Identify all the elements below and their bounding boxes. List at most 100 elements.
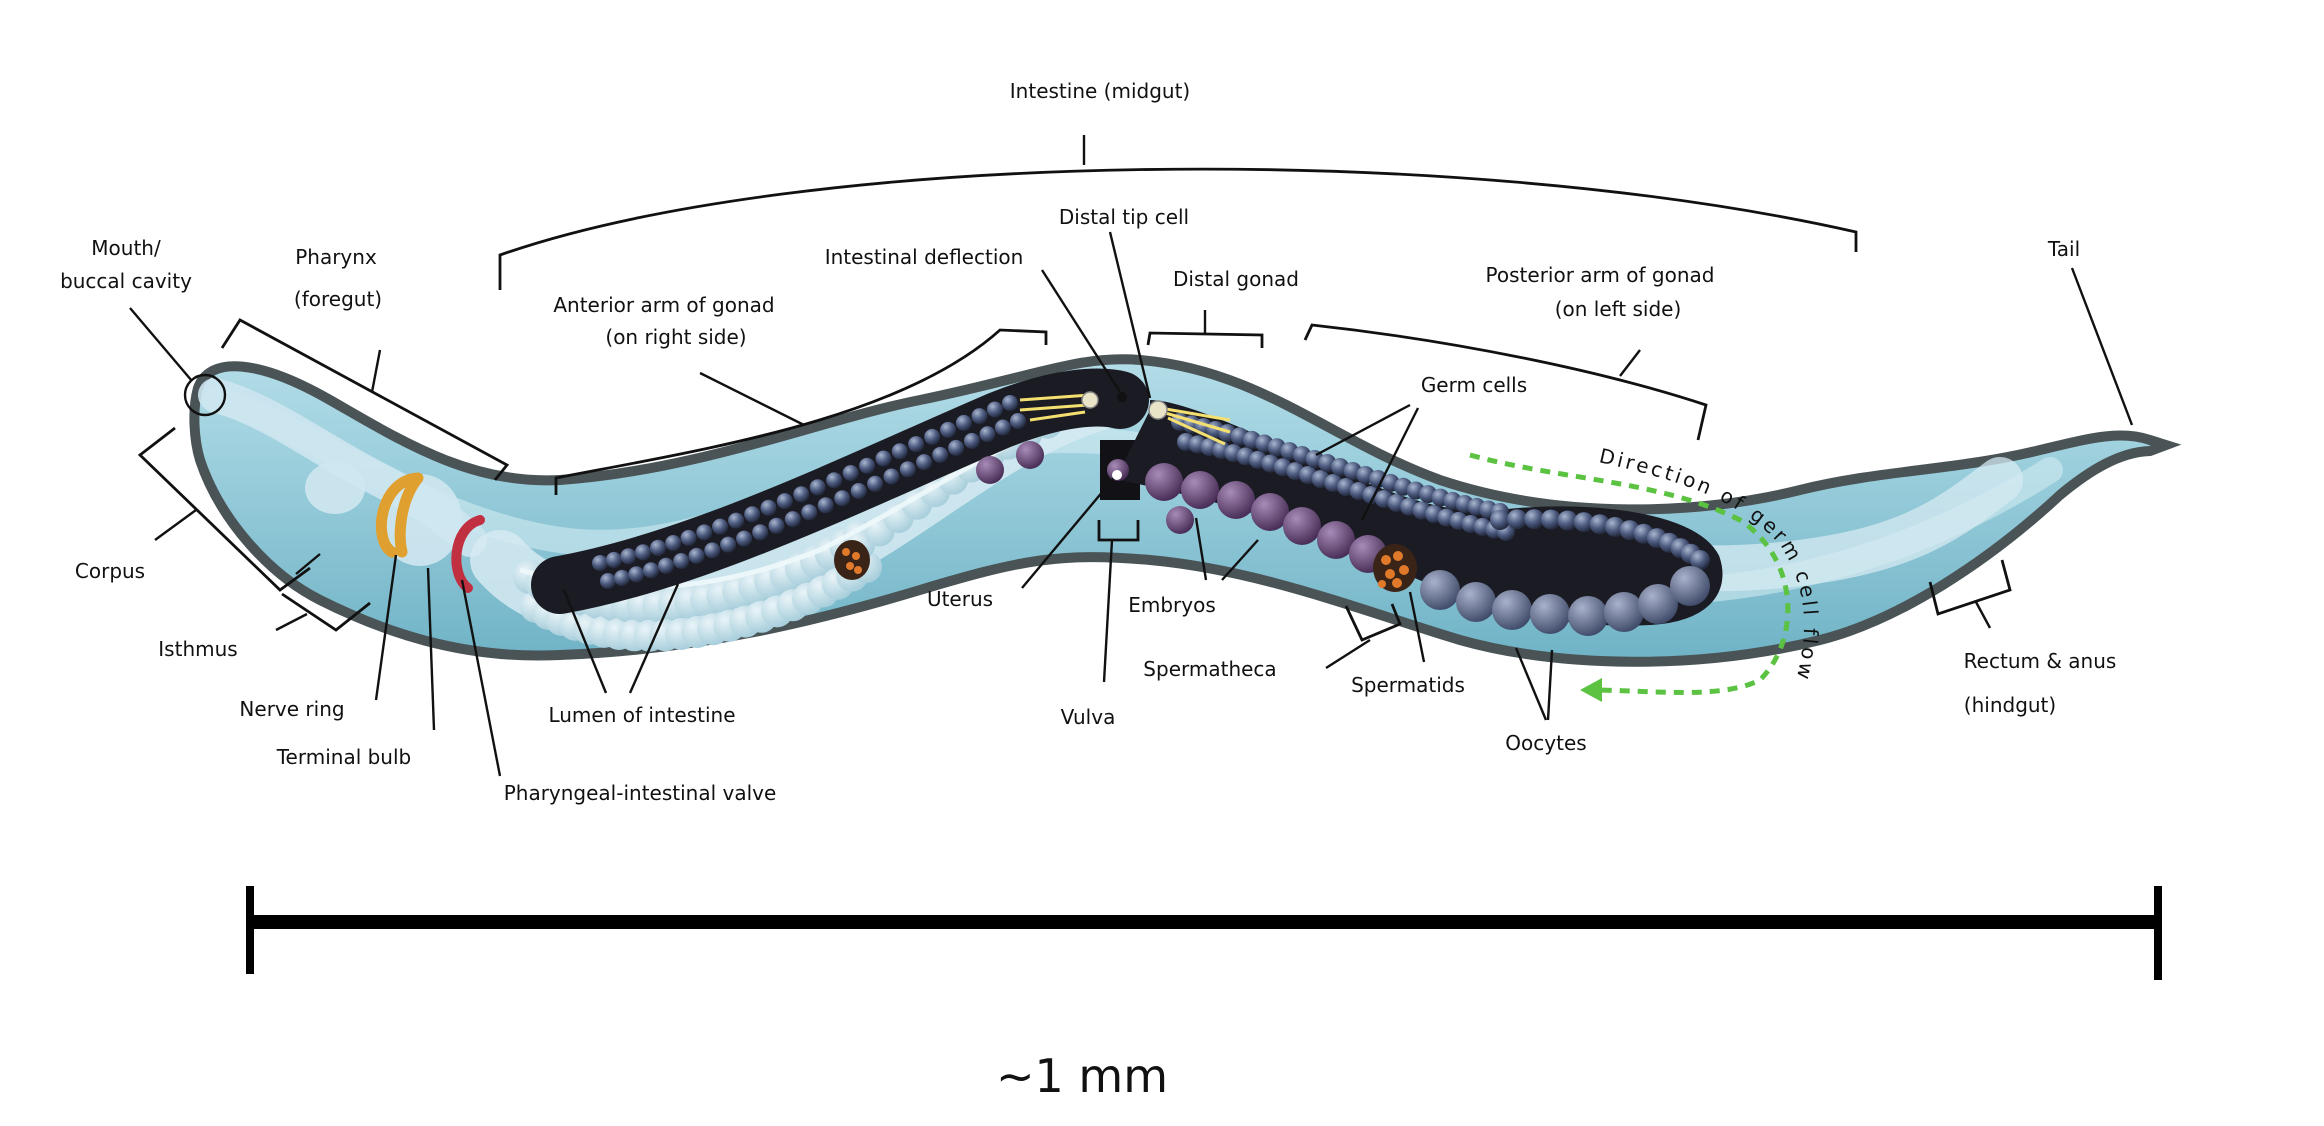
- label-germ-cells: Germ cells: [1421, 373, 1527, 397]
- spermatheca-posterior: [1373, 544, 1417, 592]
- germ-cell: [658, 557, 674, 574]
- germ-cell: [1557, 510, 1578, 531]
- germ-cell: [817, 497, 834, 514]
- germ-cell: [1002, 395, 1018, 411]
- germ-cell: [1589, 514, 1610, 535]
- label-isthmus: Isthmus: [158, 637, 237, 661]
- germ-cell: [744, 506, 761, 523]
- germ-cell: [673, 553, 690, 569]
- label-pharynx-1: Pharynx: [295, 245, 377, 269]
- label-spermatheca: Spermatheca: [1143, 657, 1276, 681]
- germ-cell: [712, 518, 729, 535]
- germ-cell: [940, 421, 957, 438]
- germ-cell: [971, 408, 988, 425]
- mouth-circle: [183, 373, 227, 417]
- oocytes-group: [1420, 566, 1710, 636]
- germ-cell: [916, 454, 933, 471]
- germ-cell: [994, 419, 1011, 436]
- germ-cell: [932, 446, 949, 463]
- germ-cell: [899, 461, 916, 478]
- germ-cell: [826, 472, 843, 489]
- germ-cell: [948, 439, 965, 456]
- germ-cell: [850, 483, 867, 499]
- label-rectum-2: (hindgut): [1964, 693, 2056, 717]
- scale-bar-label: ~1 mm: [996, 1049, 1168, 1103]
- embryo: [1181, 471, 1219, 509]
- germ-cell: [1507, 509, 1528, 530]
- germ-cell: [891, 443, 908, 460]
- germ-cell: [600, 573, 616, 589]
- label-distal-tip-cell: Distal tip cell: [1059, 205, 1189, 229]
- germ-cell: [606, 551, 622, 568]
- germ-cell: [760, 499, 777, 516]
- oocyte: [1638, 584, 1678, 624]
- germ-cell: [1541, 509, 1561, 530]
- germ-cell: [1490, 510, 1510, 530]
- germ-cell: [704, 542, 721, 559]
- germ-cell: [1524, 509, 1545, 530]
- germ-cell: [614, 569, 630, 586]
- embryo: [1317, 521, 1355, 559]
- label-spermatids: Spermatids: [1351, 673, 1465, 697]
- label-embryos: Embryos: [1128, 593, 1216, 617]
- annotation-lines: [129, 135, 2134, 777]
- germ-cell: [924, 428, 941, 445]
- oocyte: [1670, 566, 1710, 606]
- label-anterior-arm-2: (on right side): [605, 325, 746, 349]
- label-uterus: Uterus: [927, 587, 993, 611]
- embryo: [1016, 441, 1044, 469]
- label-tail: Tail: [2047, 237, 2080, 261]
- germ-cell: [979, 426, 996, 443]
- label-corpus: Corpus: [75, 559, 145, 583]
- germ-cell: [1690, 550, 1710, 570]
- germ-cell: [620, 548, 637, 565]
- spermatheca-anterior: [834, 540, 870, 580]
- germ-cell: [859, 457, 876, 474]
- label-distal-gonad: Distal gonad: [1173, 267, 1299, 291]
- label-lumen: Lumen of intestine: [548, 703, 735, 727]
- germ-cell: [728, 512, 745, 529]
- label-nerve-ring: Nerve ring: [239, 697, 344, 721]
- embryo: [1166, 506, 1194, 534]
- embryos-group: [976, 441, 1387, 573]
- germ-cell: [801, 504, 818, 521]
- germ-cell: [696, 524, 713, 541]
- germ-cell: [650, 539, 666, 556]
- distal-tip-cell-anterior: [1019, 391, 1099, 422]
- label-intestinal-deflection: Intestinal deflection: [825, 245, 1024, 269]
- label-vulva: Vulva: [1061, 705, 1116, 729]
- label-mouth-2: buccal cavity: [60, 269, 192, 293]
- germ-cell: [720, 536, 737, 553]
- label-mouth-1: Mouth/: [91, 236, 161, 260]
- germ-cell: [628, 566, 645, 583]
- germ-cell: [592, 555, 608, 571]
- germ-cell: [768, 517, 785, 534]
- germ-cell: [867, 475, 884, 492]
- germ-cell: [688, 547, 705, 564]
- germ-cell: [643, 562, 659, 579]
- germ-cell: [635, 544, 651, 561]
- germ-cell: [752, 524, 769, 541]
- label-posterior-arm-2: (on left side): [1555, 297, 1682, 321]
- germ-cell: [736, 530, 753, 547]
- nerve-ring: [375, 472, 424, 558]
- label-rectum-1: Rectum & anus: [1964, 649, 2117, 673]
- germ-cell: [986, 401, 1003, 418]
- oocyte: [1456, 582, 1496, 622]
- germ-cell: [883, 468, 900, 485]
- label-posterior-arm-1: Posterior arm of gonad: [1486, 263, 1715, 287]
- germ-cell: [963, 432, 980, 449]
- germ-cell: [809, 479, 826, 496]
- label-anterior-arm-1: Anterior arm of gonad: [553, 293, 774, 317]
- germ-cell: [1573, 512, 1594, 533]
- label-pharynx-2: (foregut): [294, 287, 382, 311]
- embryo: [1251, 493, 1289, 531]
- oocyte: [1530, 594, 1570, 634]
- germ-cell: [665, 535, 682, 551]
- germ-cell: [908, 436, 925, 453]
- oocyte: [1492, 590, 1532, 630]
- germ-cells: [592, 395, 1710, 589]
- oocyte: [1604, 592, 1644, 632]
- label-oocytes: Oocytes: [1505, 731, 1586, 755]
- germ-cell: [784, 511, 801, 528]
